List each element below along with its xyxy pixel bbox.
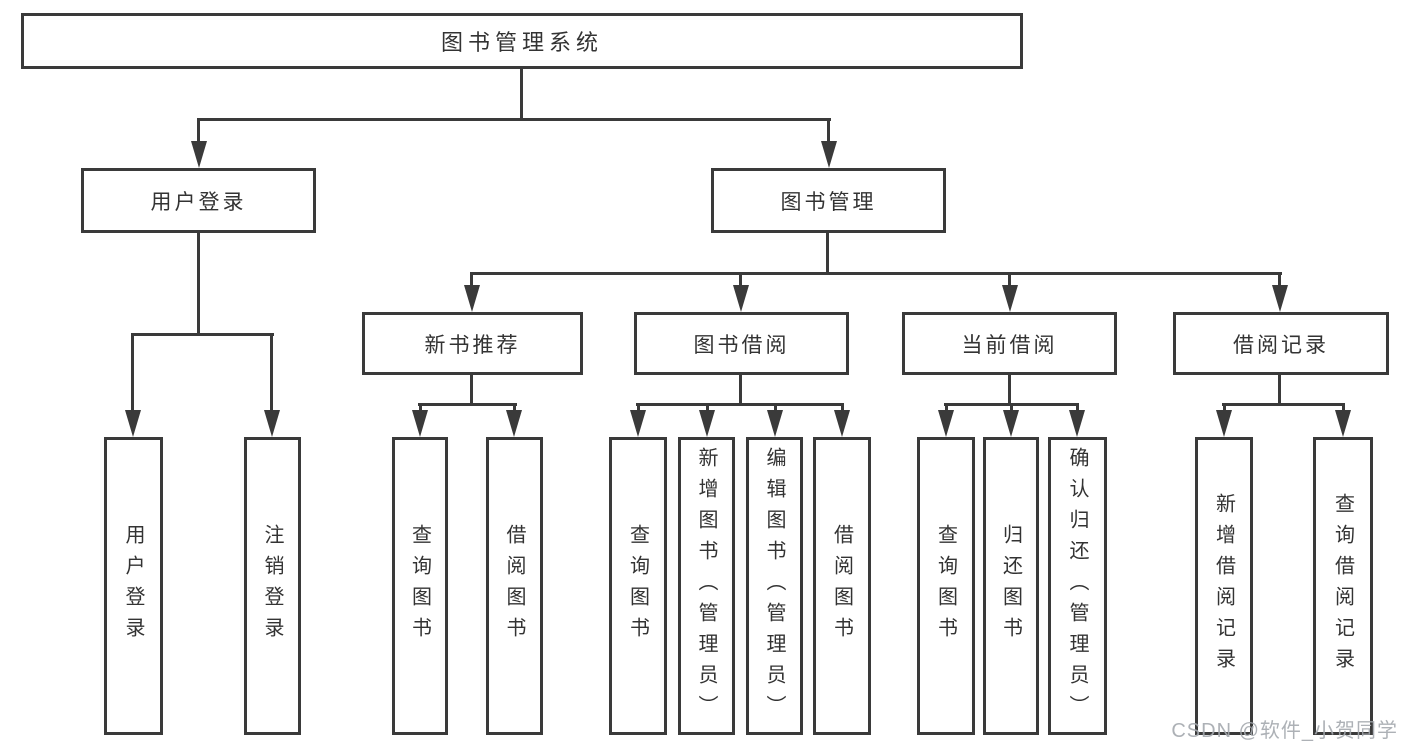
connector	[418, 403, 517, 406]
arrowhead	[938, 410, 954, 437]
arrowhead	[125, 410, 141, 437]
leaf-query-books-recommend: 查询图书	[392, 437, 448, 735]
leaf-add-book-admin: 新增图书（管理员）	[678, 437, 735, 735]
connector	[419, 403, 422, 415]
arrowhead	[1002, 285, 1018, 312]
leaf-edit-book-admin: 编辑图书（管理员）	[746, 437, 803, 735]
connector	[1008, 272, 1011, 290]
node-user-login-label: 用户登录	[150, 190, 247, 214]
leaf-return-book: 归还图书	[983, 437, 1039, 735]
connector	[1010, 403, 1013, 415]
connector	[1342, 403, 1345, 415]
arrowhead	[506, 410, 522, 437]
node-new-book-recommend-label: 新书推荐	[424, 333, 521, 357]
leaf-add-borrow-record: 新增借阅记录	[1195, 437, 1253, 735]
connector	[131, 333, 274, 336]
arrowhead	[1003, 410, 1019, 437]
leaf-query-books-current: 查询图书	[917, 437, 975, 735]
leaf-user-login-label: 用户登录	[122, 524, 144, 648]
arrowhead	[191, 141, 207, 168]
leaf-logout: 注销登录	[244, 437, 301, 735]
arrowhead	[834, 410, 850, 437]
connector	[131, 333, 134, 415]
node-book-borrow-label: 图书借阅	[693, 333, 790, 357]
node-book-management: 图书管理	[711, 168, 946, 233]
connector	[1076, 403, 1079, 415]
arrowhead	[1069, 410, 1085, 437]
arrowhead	[1216, 410, 1232, 437]
connector	[636, 403, 844, 406]
connector	[197, 118, 200, 146]
arrowhead	[733, 285, 749, 312]
leaf-borrow-books: 借阅图书	[813, 437, 871, 735]
node-root: 图书管理系统	[21, 13, 1023, 69]
connector	[1278, 375, 1281, 405]
node-current-borrow: 当前借阅	[902, 312, 1117, 375]
node-borrow-records-label: 借阅记录	[1233, 333, 1329, 357]
leaf-query-books-recommend-label: 查询图书	[408, 524, 431, 648]
connector	[520, 69, 523, 119]
leaf-confirm-return-admin-label: 确认归还（管理员）	[1066, 446, 1088, 726]
connector	[270, 333, 273, 415]
arrowhead	[464, 285, 480, 312]
connector	[470, 272, 1282, 275]
arrowhead	[630, 410, 646, 437]
leaf-confirm-return-admin: 确认归还（管理员）	[1048, 437, 1107, 735]
connector	[197, 118, 831, 121]
connector	[826, 233, 829, 273]
arrowhead	[1335, 410, 1351, 437]
node-book-management-label: 图书管理	[780, 190, 877, 214]
leaf-query-books-borrow: 查询图书	[609, 437, 667, 735]
leaf-add-borrow-record-label: 新增借阅记录	[1212, 493, 1235, 679]
connector	[739, 272, 742, 290]
connector	[706, 403, 709, 415]
arrowhead	[264, 410, 280, 437]
leaf-borrow-books-recommend-label: 借阅图书	[503, 524, 525, 648]
node-current-borrow-label: 当前借阅	[961, 333, 1058, 357]
connector	[513, 403, 516, 415]
leaf-return-book-label: 归还图书	[999, 524, 1022, 648]
leaf-logout-label: 注销登录	[261, 524, 283, 648]
arrowhead	[767, 410, 783, 437]
arrowhead	[1272, 285, 1288, 312]
leaf-query-borrow-record-label: 查询借阅记录	[1331, 493, 1354, 679]
connector	[1223, 403, 1226, 415]
arrowhead	[821, 141, 837, 168]
arrowhead	[699, 410, 715, 437]
connector	[827, 118, 830, 146]
leaf-edit-book-admin-label: 编辑图书（管理员）	[763, 446, 785, 726]
arrowhead	[412, 410, 428, 437]
csdn-watermark: CSDN @软件_小贺同学	[1171, 720, 1398, 742]
connector	[197, 233, 200, 334]
connector	[945, 403, 948, 415]
node-user-login: 用户登录	[81, 168, 316, 233]
node-new-book-recommend: 新书推荐	[362, 312, 583, 375]
leaf-add-book-admin-label: 新增图书（管理员）	[695, 446, 717, 726]
leaf-query-borrow-record: 查询借阅记录	[1313, 437, 1373, 735]
leaf-query-books-current-label: 查询图书	[934, 524, 957, 648]
connector	[739, 375, 742, 405]
leaf-borrow-books-recommend: 借阅图书	[486, 437, 543, 735]
node-root-label: 图书管理系统	[440, 30, 603, 55]
leaf-borrow-books-label: 借阅图书	[830, 524, 853, 648]
connector	[470, 272, 473, 290]
connector	[637, 403, 640, 415]
connector	[841, 403, 844, 415]
connector	[1222, 403, 1345, 406]
connector	[1008, 375, 1011, 405]
leaf-query-books-borrow-label: 查询图书	[626, 524, 649, 648]
node-borrow-records: 借阅记录	[1173, 312, 1389, 375]
connector	[774, 403, 777, 415]
connector	[1278, 272, 1281, 290]
connector	[470, 375, 473, 405]
node-book-borrow: 图书借阅	[634, 312, 849, 375]
leaf-user-login: 用户登录	[104, 437, 163, 735]
